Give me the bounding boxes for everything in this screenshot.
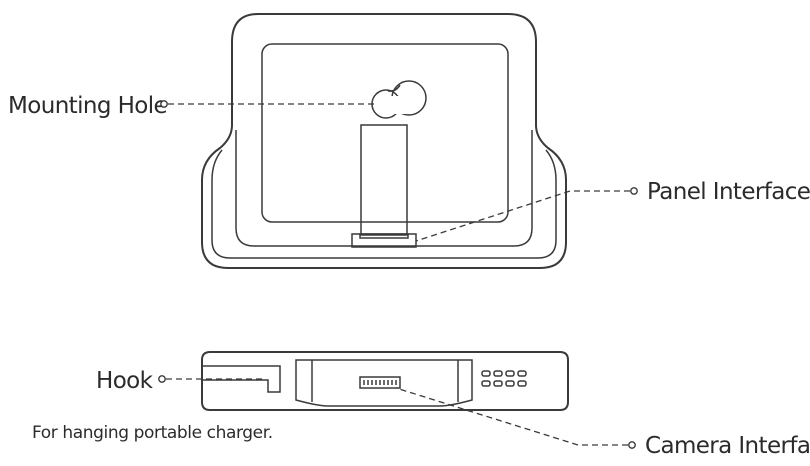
mounting-hole-label: Mounting Hole xyxy=(8,93,167,119)
panel-support-arm xyxy=(360,124,408,236)
panel-interface-leader-dot xyxy=(630,187,638,195)
camera-interface-leader-line xyxy=(395,387,628,446)
mounting-hole-leader-dot xyxy=(160,100,168,108)
holder-outer-outline xyxy=(201,13,567,269)
panel-interface-leader-line xyxy=(415,190,630,242)
hook-note: For hanging portable charger. xyxy=(32,423,273,443)
mounting-hole-shape xyxy=(371,80,427,119)
camera-interface-leader-dot xyxy=(628,441,636,449)
side-view-holder xyxy=(201,351,569,411)
hook-shape xyxy=(202,365,281,393)
side-center-section xyxy=(295,359,473,407)
panel-interface-callout: Panel Interface xyxy=(415,179,810,242)
hook-leader-dot xyxy=(158,375,166,383)
camera-interface-callout: Camera Interface xyxy=(395,387,810,459)
camera-interface-label: Camera Interface xyxy=(645,433,810,459)
holder-inner-ledge xyxy=(235,130,533,247)
panel-screen-outline xyxy=(261,43,509,223)
holder-inner-cradle xyxy=(211,149,557,259)
panel-interface-label: Panel Interface xyxy=(647,179,810,205)
side-vent-slots xyxy=(481,370,527,387)
mounting-hole-callout: Mounting Hole xyxy=(8,93,378,119)
top-view-holder xyxy=(201,13,567,269)
panel-interface-connector xyxy=(351,233,417,248)
hook-callout: Hook For hanging portable charger. xyxy=(32,368,273,443)
hook-label: Hook xyxy=(96,368,154,394)
side-body-outline xyxy=(201,351,569,411)
camera-interface-connector xyxy=(359,376,401,389)
